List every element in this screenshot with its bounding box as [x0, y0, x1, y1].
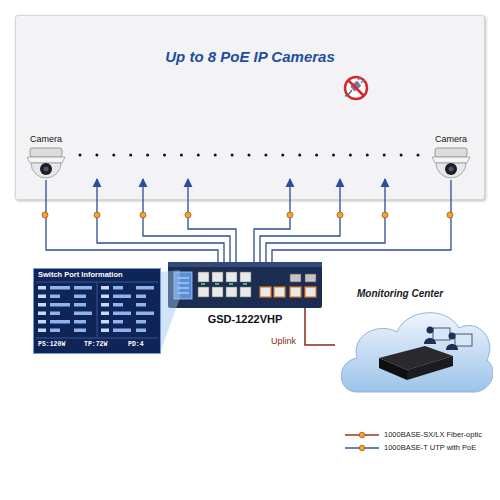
cable-markers [42, 212, 453, 218]
monitoring-center-art [335, 288, 493, 400]
network-cable [305, 330, 335, 345]
legend-text: 1000BASE-SX/LX Fiber-optic [384, 430, 482, 439]
monitoring-center: Monitoring Center [335, 288, 493, 400]
ip-camera: Camera [421, 134, 481, 180]
model-name: GSD-1222VHP [168, 313, 322, 326]
camera-panel: Up to 8 PoE IP CamerasCamera Camera [15, 15, 485, 200]
poe-switch: GSD-1222VHP [168, 262, 322, 330]
legend-row: 1000BASE-SX/LX Fiber-optic [344, 428, 498, 441]
site-label: Monitoring Center [357, 288, 491, 300]
ip-camera: Camera [16, 134, 76, 180]
total-power: TP:72W [84, 341, 124, 348]
power-budget: PS:120W [38, 341, 82, 348]
legend-text: 1000BASE-T UTP with PoE [384, 443, 476, 452]
panel-title: Up to 8 PoE IP Cameras [16, 48, 484, 65]
legend-row: 1000BASE-T UTP with PoE [344, 441, 498, 454]
uplink-label: Uplink [271, 336, 296, 346]
legend-sample [344, 430, 380, 440]
screen-heading: Switch Port Information [38, 271, 158, 280]
camera-label: Camera [421, 134, 481, 144]
camera-label: Camera [16, 134, 76, 144]
powered-devices: PD:4 [128, 341, 158, 348]
legend: 1000BASE-SX/LX Fiber-optic 1000BASE-T UTP… [344, 428, 498, 454]
legend-sample [344, 443, 380, 453]
port-info-screen: Switch Port InformationPS:120WTP:72W PD:4 [33, 268, 161, 354]
